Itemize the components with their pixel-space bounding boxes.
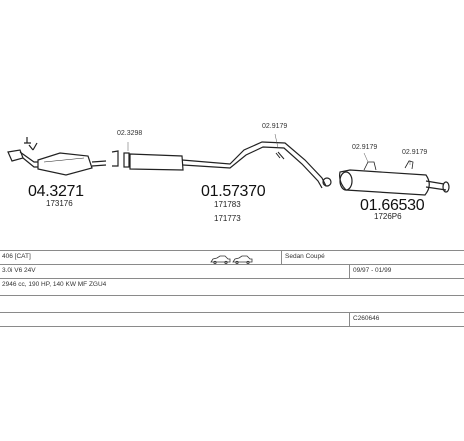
- clamp-number-1: 02.3298: [117, 130, 143, 137]
- exhaust-diagram: [7, 133, 450, 196]
- engine-code-cell: 3.0i V6 24V: [2, 267, 36, 274]
- table-divider: [349, 312, 350, 326]
- table-divider: [281, 250, 282, 264]
- car-icon: [210, 255, 253, 264]
- part-number-1: 04.3271: [28, 183, 84, 200]
- table-line: [0, 295, 464, 296]
- table-line: [0, 326, 464, 327]
- code-cell: C260646: [353, 315, 380, 322]
- table-divider: [349, 264, 350, 278]
- part-ref-3: 1726P6: [374, 212, 402, 221]
- clamp-number-3: 02.9179: [352, 144, 378, 151]
- table-line: [0, 250, 464, 251]
- part-ref-2b: 171773: [214, 214, 241, 223]
- part-number-3: 01.66530: [360, 197, 425, 214]
- body-cell: Sedan Coupé: [285, 253, 325, 260]
- clamp-number-2: 02.9179: [262, 123, 288, 130]
- part-number-2: 01.57370: [201, 183, 266, 200]
- clamp-number-4: 02.9179: [402, 149, 428, 156]
- middle-silencer-part: [111, 141, 332, 189]
- part-ref-2a: 171783: [214, 200, 241, 209]
- engine-spec-cell: 2946 cc, 190 HP, 140 KW MF ZGU4: [2, 281, 107, 288]
- front-catalyst-part: [7, 137, 107, 176]
- table-line: [0, 278, 464, 279]
- rear-silencer-part: [339, 160, 450, 196]
- table-line: [0, 312, 464, 313]
- model-cell: 406 [CAT]: [2, 253, 31, 260]
- years-cell: 09/97 - 01/99: [353, 267, 392, 274]
- table-line: [0, 264, 464, 265]
- part-ref-1: 173176: [46, 199, 73, 208]
